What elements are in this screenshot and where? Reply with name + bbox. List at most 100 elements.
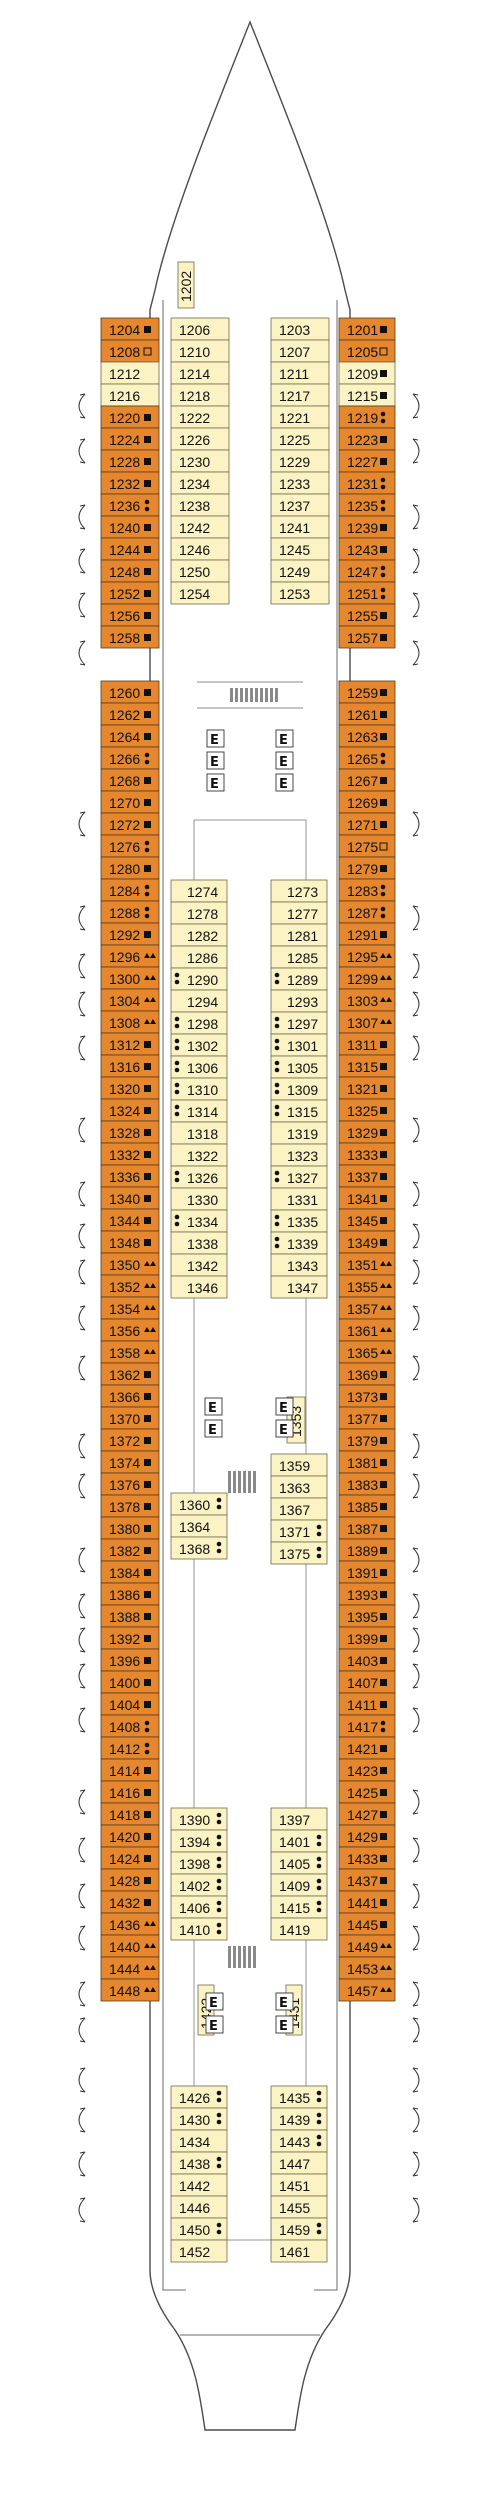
cabin-1374[interactable]: 1374 [100, 1450, 160, 1474]
cabin-1457[interactable]: 1457 [338, 1978, 396, 2002]
cabin-1329[interactable]: 1329 [338, 1120, 396, 1144]
cabin-1367[interactable]: 1367 [270, 1497, 328, 1521]
cabin-1336[interactable]: 1336 [100, 1164, 160, 1188]
cabin-1379[interactable]: 1379 [338, 1428, 396, 1452]
cabin-1208[interactable]: 1208 [100, 339, 160, 363]
cabin-1299[interactable]: 1299 [338, 966, 396, 990]
cabin-1239[interactable]: 1239 [338, 515, 396, 539]
cabin-1246[interactable]: 1246 [170, 537, 230, 561]
cabin-1341[interactable]: 1341 [338, 1186, 396, 1210]
cabin-1225[interactable]: 1225 [270, 427, 330, 451]
cabin-1346[interactable]: 1346 [170, 1275, 228, 1299]
cabin-1386[interactable]: 1386 [100, 1582, 160, 1606]
cabin-1253[interactable]: 1253 [270, 581, 330, 605]
cabin-1450[interactable]: 1450 [170, 2217, 228, 2241]
cabin-1452[interactable]: 1452 [170, 2239, 228, 2263]
cabin-1438[interactable]: 1438 [170, 2151, 228, 2175]
cabin-1381[interactable]: 1381 [338, 1450, 396, 1474]
cabin-1221[interactable]: 1221 [270, 405, 330, 429]
cabin-1389[interactable]: 1389 [338, 1538, 396, 1562]
cabin-1272[interactable]: 1272 [100, 812, 160, 836]
cabin-1402[interactable]: 1402 [170, 1873, 228, 1897]
cabin-1287[interactable]: 1287 [338, 900, 396, 924]
cabin-1312[interactable]: 1312 [100, 1032, 160, 1056]
cabin-1415[interactable]: 1415 [270, 1895, 328, 1919]
cabin-1260[interactable]: 1260 [100, 680, 160, 704]
cabin-1459[interactable]: 1459 [270, 2217, 328, 2241]
cabin-1268[interactable]: 1268 [100, 768, 160, 792]
cabin-1437[interactable]: 1437 [338, 1868, 396, 1892]
cabin-1252[interactable]: 1252 [100, 581, 160, 605]
cabin-1291[interactable]: 1291 [338, 922, 396, 946]
cabin-1382[interactable]: 1382 [100, 1538, 160, 1562]
cabin-1440[interactable]: 1440 [100, 1934, 160, 1958]
cabin-1222[interactable]: 1222 [170, 405, 230, 429]
cabin-1283[interactable]: 1283 [338, 878, 396, 902]
cabin-1442[interactable]: 1442 [170, 2173, 228, 2197]
cabin-1274[interactable]: 1274 [170, 879, 228, 903]
cabin-1286[interactable]: 1286 [170, 945, 228, 969]
cabin-1395[interactable]: 1395 [338, 1604, 396, 1628]
cabin-1203[interactable]: 1203 [270, 317, 330, 341]
cabin-1275[interactable]: 1275 [338, 834, 396, 858]
cabin-1232[interactable]: 1232 [100, 471, 160, 495]
cabin-1421[interactable]: 1421 [338, 1736, 396, 1760]
cabin-1270[interactable]: 1270 [100, 790, 160, 814]
cabin-1354[interactable]: 1354 [100, 1296, 160, 1320]
cabin-1309[interactable]: 1309 [270, 1077, 328, 1101]
cabin-1322[interactable]: 1322 [170, 1143, 228, 1167]
cabin-1320[interactable]: 1320 [100, 1076, 160, 1100]
cabin-1263[interactable]: 1263 [338, 724, 396, 748]
cabin-1318[interactable]: 1318 [170, 1121, 228, 1145]
cabin-1448[interactable]: 1448 [100, 1978, 160, 2002]
cabin-1443[interactable]: 1443 [270, 2129, 328, 2153]
cabin-1211[interactable]: 1211 [270, 361, 330, 385]
cabin-1324[interactable]: 1324 [100, 1098, 160, 1122]
cabin-1385[interactable]: 1385 [338, 1494, 396, 1518]
cabin-1412[interactable]: 1412 [100, 1736, 160, 1760]
cabin-1380[interactable]: 1380 [100, 1516, 160, 1540]
cabin-1276[interactable]: 1276 [100, 834, 160, 858]
cabin-1306[interactable]: 1306 [170, 1055, 228, 1079]
cabin-1300[interactable]: 1300 [100, 966, 160, 990]
cabin-1337[interactable]: 1337 [338, 1164, 396, 1188]
cabin-1247[interactable]: 1247 [338, 559, 396, 583]
cabin-1237[interactable]: 1237 [270, 493, 330, 517]
cabin-1335[interactable]: 1335 [270, 1209, 328, 1233]
cabin-1390[interactable]: 1390 [170, 1807, 228, 1831]
cabin-1355[interactable]: 1355 [338, 1274, 396, 1298]
cabin-1445[interactable]: 1445 [338, 1912, 396, 1936]
cabin-1241[interactable]: 1241 [270, 515, 330, 539]
cabin-1264[interactable]: 1264 [100, 724, 160, 748]
cabin-1366[interactable]: 1366 [100, 1384, 160, 1408]
cabin-1255[interactable]: 1255 [338, 603, 396, 627]
cabin-1298[interactable]: 1298 [170, 1011, 228, 1035]
cabin-1384[interactable]: 1384 [100, 1560, 160, 1584]
cabin-1289[interactable]: 1289 [270, 967, 328, 991]
cabin-1418[interactable]: 1418 [100, 1802, 160, 1826]
cabin-1271[interactable]: 1271 [338, 812, 396, 836]
cabin-1308[interactable]: 1308 [100, 1010, 160, 1034]
cabin-1296[interactable]: 1296 [100, 944, 160, 968]
cabin-1282[interactable]: 1282 [170, 923, 228, 947]
cabin-1363[interactable]: 1363 [270, 1475, 328, 1499]
cabin-1396[interactable]: 1396 [100, 1648, 160, 1672]
cabin-1350[interactable]: 1350 [100, 1252, 160, 1276]
cabin-1408[interactable]: 1408 [100, 1714, 160, 1738]
cabin-1369[interactable]: 1369 [338, 1362, 396, 1386]
cabin-1293[interactable]: 1293 [270, 989, 328, 1013]
cabin-1403[interactable]: 1403 [338, 1648, 396, 1672]
cabin-1223[interactable]: 1223 [338, 427, 396, 451]
cabin-1425[interactable]: 1425 [338, 1780, 396, 1804]
cabin-1315[interactable]: 1315 [270, 1099, 328, 1123]
cabin-1288[interactable]: 1288 [100, 900, 160, 924]
cabin-1209[interactable]: 1209 [338, 361, 396, 385]
cabin-1280[interactable]: 1280 [100, 856, 160, 880]
cabin-1414[interactable]: 1414 [100, 1758, 160, 1782]
cabin-1345[interactable]: 1345 [338, 1208, 396, 1232]
cabin-1392[interactable]: 1392 [100, 1626, 160, 1650]
cabin-1394[interactable]: 1394 [170, 1829, 228, 1853]
cabin-1327[interactable]: 1327 [270, 1165, 328, 1189]
cabin-1432[interactable]: 1432 [100, 1890, 160, 1914]
cabin-1342[interactable]: 1342 [170, 1253, 228, 1277]
